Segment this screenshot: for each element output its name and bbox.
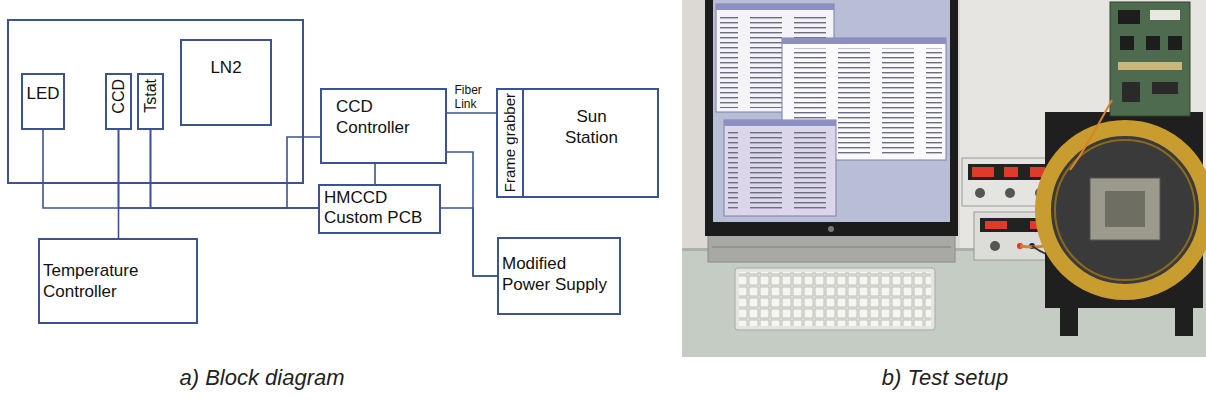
supply-knob	[1005, 188, 1015, 198]
wire-connector	[151, 130, 321, 208]
supply-digits	[985, 221, 1007, 229]
monitor-bezel	[705, 0, 958, 236]
window-titlebar	[724, 120, 836, 126]
controller-board	[1110, 2, 1190, 116]
board-chip	[1152, 82, 1178, 94]
screen-window	[724, 120, 836, 216]
node-label: Modified Power Supply	[502, 253, 614, 295]
monitor-screen	[713, 0, 950, 222]
node-label: CCD	[109, 79, 128, 114]
board-chip	[1120, 36, 1134, 50]
workstation-box	[708, 232, 955, 262]
wire-connector	[151, 130, 319, 208]
node-label: Temperature Controller	[43, 260, 163, 302]
wire-connector	[447, 112, 496, 114]
node-label: HMCCD Custom PCB	[324, 188, 434, 228]
supply-knob	[990, 241, 1000, 251]
node-label: LN2	[210, 57, 241, 78]
board-chip	[1122, 82, 1140, 102]
stand-leg	[1060, 300, 1078, 336]
workstation-box: Sun Station Frame grabber	[496, 88, 659, 198]
link-label: Fiber Link	[454, 83, 490, 111]
window-titlebar	[782, 38, 946, 44]
board-cable	[1070, 100, 1112, 170]
temperature-controller-box: Temperature Controller	[38, 238, 198, 324]
dewar-outline	[8, 20, 303, 183]
ln2-box: LN2	[180, 39, 272, 126]
node-label: Tstat	[141, 79, 160, 113]
workstation-seam	[712, 246, 951, 248]
pcb-box: HMCCD Custom PCB	[318, 184, 441, 234]
thermostat-box: Tstat	[137, 73, 164, 130]
keyboard-keys	[739, 272, 931, 326]
keyboard	[735, 268, 935, 330]
board-chip	[1168, 36, 1182, 50]
node-label: CCD Controller	[336, 96, 431, 138]
monitor-logo	[828, 226, 834, 232]
stand-leg	[1175, 300, 1193, 336]
led-box: LED	[21, 73, 65, 130]
dewar-window	[1090, 178, 1160, 240]
board-chip	[1118, 10, 1140, 24]
frame-grabber-box: Frame grabber	[496, 88, 524, 198]
controller-box: CCD Controller	[320, 88, 447, 164]
wire-connector	[447, 152, 497, 276]
node-label: LED	[26, 83, 59, 104]
wire-connector	[43, 130, 318, 208]
panel-caption: a) Block diagram	[179, 365, 344, 391]
supply-knob	[975, 188, 985, 198]
board-chip	[1146, 36, 1160, 50]
board-label-sticker	[1150, 10, 1180, 20]
board-connector	[1118, 62, 1182, 70]
ccd-chip	[1105, 191, 1145, 227]
supply-digits	[972, 167, 994, 177]
power-supply-box: Modified Power Supply	[497, 237, 621, 315]
wire-connector	[119, 130, 319, 208]
panel-caption: b) Test setup	[882, 365, 1008, 391]
node-label: Frame grabber	[501, 93, 519, 192]
ccd-box: CCD	[105, 73, 132, 130]
wire-connector	[374, 164, 376, 184]
node-label: Sun Station	[557, 106, 627, 148]
wire-connector	[441, 208, 497, 276]
test-setup-photo	[682, 0, 1206, 357]
window-titlebar	[716, 4, 834, 10]
supply-digits	[1004, 167, 1018, 177]
dewar-ring	[1043, 128, 1206, 292]
window-text	[728, 130, 832, 212]
